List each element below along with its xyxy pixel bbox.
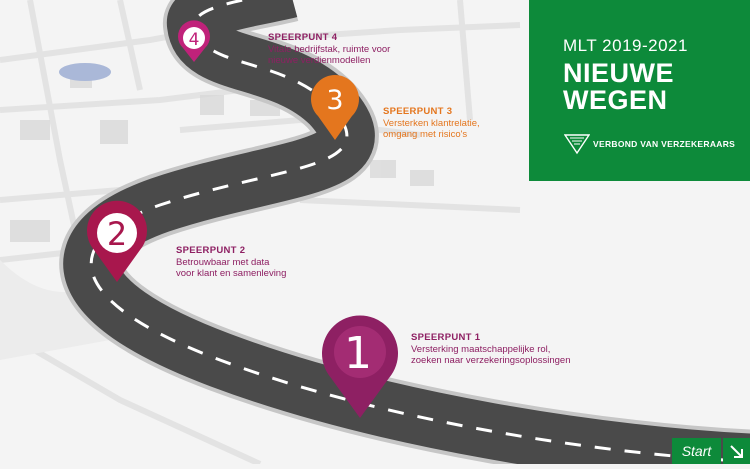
lake [59, 63, 111, 81]
speerpunt-3-description: Versterken klantrelatie, omgang met risi… [383, 118, 573, 140]
pin-speerpunt-1[interactable]: 1 [322, 315, 398, 418]
speerpunt-2-line2: voor klant en samenleving [176, 268, 287, 279]
arrow-down-right-icon[interactable] [723, 438, 750, 464]
speerpunt-4-line1: Vitale bedrijfstak, ruimte voor [268, 44, 391, 55]
speerpunt-4-description: Vitale bedrijfstak, ruimte voor nieuwe v… [268, 44, 458, 66]
pin-speerpunt-2[interactable]: 2 [87, 200, 147, 282]
pin-number-2: 2 [107, 215, 127, 253]
triangle-logo-icon [564, 134, 590, 155]
headline-line2: WEGEN [563, 85, 668, 115]
speerpunt-2-line1: Betrouwbaar met data [176, 257, 270, 268]
speerpunt-4-title: SPEERPUNT 4 [268, 32, 338, 43]
speerpunt-2-description: Betrouwbaar met data voor klant en samen… [176, 257, 366, 279]
brand-name: VERBOND VAN VERZEKERAARS [593, 139, 736, 149]
speerpunt-4-line2: nieuwe verdienmodellen [268, 55, 371, 66]
speerpunt-3-title: SPEERPUNT 3 [383, 106, 453, 117]
period-label: MLT 2019-2021 [563, 36, 688, 55]
speerpunt-1-line1: Versterking maatschappelijke rol, [411, 344, 551, 355]
pin-speerpunt-4[interactable]: 4 [178, 20, 211, 62]
start-label[interactable]: Start [672, 438, 721, 464]
speerpunt-1-description: Versterking maatschappelijke rol, zoeken… [411, 344, 611, 366]
speerpunt-2-title: SPEERPUNT 2 [176, 245, 246, 256]
speerpunt-3-line1: Versterken klantrelatie, [383, 118, 480, 129]
pin-speerpunt-3[interactable]: 3 [311, 75, 360, 140]
speerpunt-1-title: SPEERPUNT 1 [411, 332, 481, 343]
pin-number-3: 3 [326, 85, 343, 116]
speerpunt-3-line2: omgang met risico's [383, 129, 468, 140]
title-panel: MLT 2019-2021 NIEUWE WEGEN VERBOND VAN V… [529, 0, 750, 181]
headline: NIEUWE WEGEN [563, 60, 733, 114]
pin-number-4: 4 [189, 30, 200, 50]
headline-line1: NIEUWE [563, 58, 674, 88]
pin-number-1: 1 [344, 328, 372, 379]
start-button[interactable]: Start [672, 438, 750, 464]
speerpunt-1-line2: zoeken naar verzekeringsoplossingen [411, 355, 571, 366]
